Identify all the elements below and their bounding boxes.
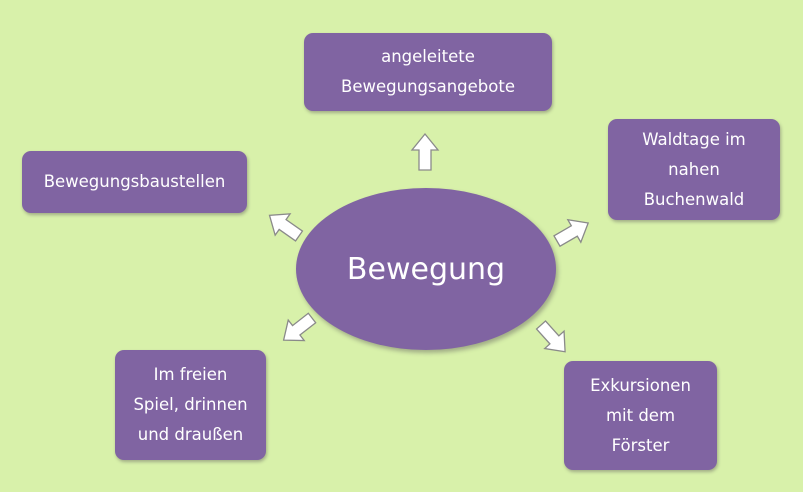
node-label-line: Bewegungsangebote: [341, 77, 515, 96]
arrow-to-bottom-left-node: [274, 307, 321, 352]
node-angeleitete-bewegungsangebote: angeleitete Bewegungsangebote: [304, 33, 552, 111]
node-bewegungsbaustellen: Bewegungsbaustellen: [22, 151, 247, 213]
node-label-line: Waldtage im: [642, 129, 746, 149]
node-label-line: Bewegungsbaustellen: [43, 172, 226, 191]
node-waldtage: Waldtage im nahen Buchenwald: [608, 119, 780, 220]
node-label-line: Spiel, drinnen: [133, 395, 248, 414]
arrow-to-bottom-right-node: [530, 315, 576, 362]
arrow-to-top-node: [411, 133, 439, 171]
arrow-to-left-node: [261, 204, 308, 248]
arrow-to-right-node: [549, 211, 596, 253]
center-node-label: Bewegung: [346, 251, 506, 287]
node-label-line: Förster: [611, 435, 670, 455]
center-node: Bewegung: [296, 188, 556, 350]
node-label-line: Buchenwald: [643, 189, 745, 209]
node-label-line: und draußen: [137, 425, 244, 444]
node-label-line: angeleitete: [381, 47, 475, 66]
node-label-line: Exkursionen: [590, 375, 691, 395]
node-label-line: Im freien: [153, 365, 228, 384]
node-exkursionen: Exkursionen mit dem Förster: [564, 361, 717, 470]
node-label-line: nahen: [668, 159, 720, 179]
node-im-freien-spiel: Im freien Spiel, drinnen und draußen: [115, 350, 266, 460]
node-label-line: mit dem: [605, 405, 676, 425]
